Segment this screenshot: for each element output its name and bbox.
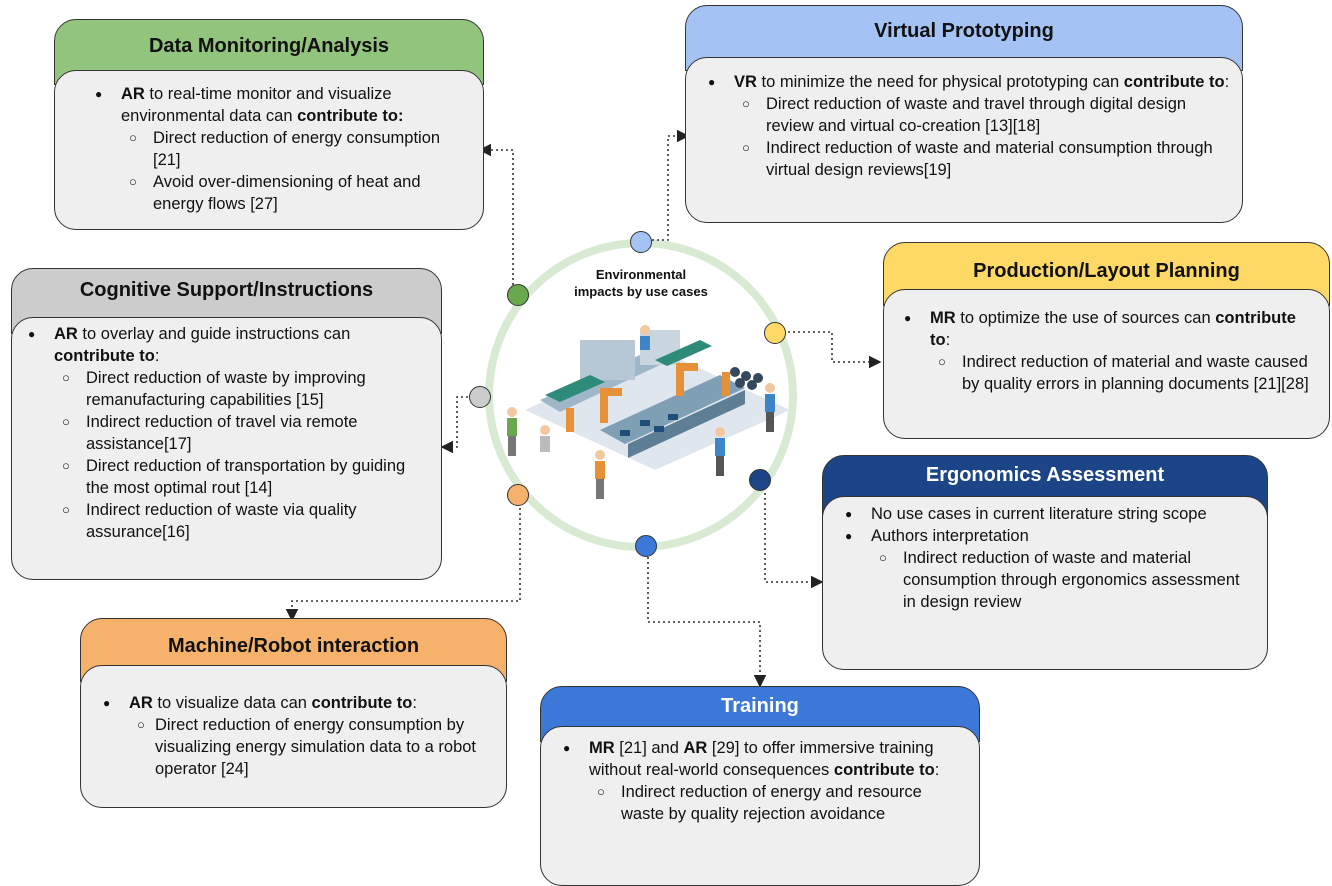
node-data-monitoring xyxy=(507,284,529,306)
list-subitem: Indirect reduction of energy and resourc… xyxy=(555,781,965,825)
list-item: MR [21] and AR [29] to offer immersive t… xyxy=(555,737,965,781)
card-title-text: Virtual Prototyping xyxy=(874,20,1054,42)
list-item: VR to minimize the need for physical pro… xyxy=(700,71,1230,93)
list-subitem: Direct reduction of transportation by gu… xyxy=(20,455,429,499)
list-item: AR to visualize data can contribute to: xyxy=(95,692,492,714)
list-subitem: Indirect reduction of travel via remote … xyxy=(20,411,429,455)
list-item: No use cases in current literature strin… xyxy=(837,503,1253,525)
node-production-layout xyxy=(764,322,786,344)
node-cognitive-support xyxy=(469,386,491,408)
connector-machine-robot xyxy=(285,508,521,622)
list-subitem: Indirect reduction of waste and material… xyxy=(700,137,1230,181)
connector-cognitive-support xyxy=(440,396,468,454)
node-ergonomics xyxy=(749,469,771,491)
list-subitem: Indirect reduction of material and waste… xyxy=(896,351,1315,395)
list-item: AR to overlay and guide instructions can… xyxy=(20,323,429,367)
card-body: AR to visualize data can contribute to: … xyxy=(80,665,507,808)
card-title-text: Data Monitoring/Analysis xyxy=(148,35,390,57)
card-body: AR to overlay and guide instructions can… xyxy=(11,317,442,580)
list-subitem: Direct reduction of waste by improving r… xyxy=(20,367,429,411)
card-body: VR to minimize the need for physical pro… xyxy=(685,57,1243,223)
card-title-text: Training xyxy=(721,695,799,717)
connector-data-monitoring xyxy=(478,143,514,285)
list-item: AR to real-time monitor and visualize en… xyxy=(87,83,471,127)
list-item: MR to optimize the use of sources can co… xyxy=(896,307,1315,351)
node-virtual-prototyping xyxy=(630,231,652,253)
card-body: No use cases in current literature strin… xyxy=(822,496,1268,670)
connector-ergonomics xyxy=(764,493,824,589)
list-item: Authors interpretation xyxy=(837,525,1253,547)
center-title: Environmental impacts by use cases xyxy=(546,266,736,300)
connector-virtual-prototyping xyxy=(652,129,690,241)
connector-training xyxy=(647,557,767,688)
card-title-text: Cognitive Support/Instructions xyxy=(79,279,374,301)
node-machine-robot xyxy=(507,484,529,506)
card-title-text: Production/Layout Planning xyxy=(973,260,1240,282)
card-body: AR to real-time monitor and visualize en… xyxy=(54,70,484,230)
list-subitem: Direct reduction of waste and travel thr… xyxy=(700,93,1230,137)
list-subitem: Direct reduction of energy consumption b… xyxy=(95,714,492,780)
list-subitem: Direct reduction of energy consumption [… xyxy=(87,127,471,171)
list-subitem: Indirect reduction of waste and material… xyxy=(837,547,1253,613)
node-training xyxy=(635,535,657,557)
center-title-line2: impacts by use cases xyxy=(574,284,708,299)
connector-production-layout xyxy=(788,331,882,369)
card-title-text: Ergonomics Assessment xyxy=(925,464,1165,486)
card-title-text: Machine/Robot interaction xyxy=(167,635,420,657)
center-title-line1: Environmental xyxy=(595,267,687,282)
card-body: MR [21] and AR [29] to offer immersive t… xyxy=(540,726,980,886)
factory-illustration xyxy=(507,325,790,499)
card-body: MR to optimize the use of sources can co… xyxy=(883,289,1330,439)
list-subitem: Avoid over-dimensioning of heat and ener… xyxy=(87,171,471,215)
list-subitem: Indirect reduction of waste via quality … xyxy=(20,499,429,543)
